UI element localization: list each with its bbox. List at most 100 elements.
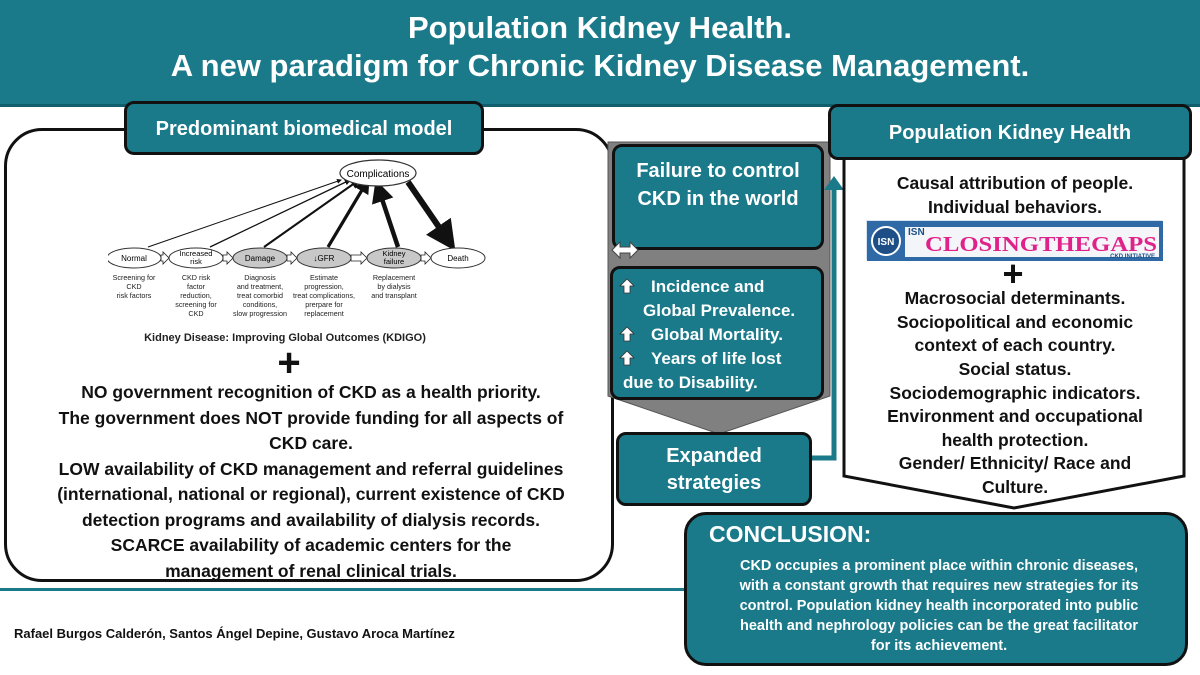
svg-text:↓GFR: ↓GFR (314, 254, 335, 263)
right-line: Environment and occupational (887, 406, 1143, 427)
svg-text:Normal: Normal (121, 254, 147, 263)
stage-arrow (160, 251, 170, 265)
isn-closing-the-gaps-logo: ISN ISN CLOSINGTHEGAPS CKD INITIATIVE (866, 220, 1163, 261)
svg-text:by dialysis: by dialysis (377, 282, 411, 291)
svg-text:and treatment,: and treatment, (237, 282, 283, 291)
svg-text:Diagnosis: Diagnosis (244, 273, 276, 282)
conclusion-title: CONCLUSION: (709, 521, 872, 547)
left-line: LOW availability of CKD management and r… (58, 458, 564, 479)
svg-text:Replacement: Replacement (373, 273, 415, 282)
conclusion-line: CKD occupies a prominent place within ch… (739, 558, 1139, 574)
right-line: Sociopolitical and economic (896, 311, 1134, 332)
right-line: health protection. (941, 429, 1089, 450)
left-line: SCARCE availability of academic centers … (110, 535, 512, 555)
complication-arrows (147, 177, 456, 251)
stat-row: Years of life lost due to Disability. (619, 347, 813, 395)
conclusion-line: for its achievement. (870, 638, 1008, 654)
svg-text:conditions,: conditions, (243, 300, 277, 309)
failure-box: Failure to control CKD in the world (612, 144, 824, 250)
logo-sub: CKD INITIATIVE (1110, 254, 1155, 260)
header-banner: Population Kidney Health. A new paradigm… (0, 0, 1200, 107)
right-line: Sociodemographic indicators. (889, 382, 1141, 403)
expanded-strategies-box: Expanded strategies (616, 432, 812, 506)
svg-text:CKD: CKD (126, 282, 141, 291)
expanded-line: strategies (666, 472, 762, 494)
stat-line: due to Disability. (623, 373, 758, 392)
title-line-1: Population Kidney Health. (407, 10, 793, 45)
logo-org: ISN (908, 227, 925, 238)
right-line: context of each country. (914, 335, 1116, 356)
conclusion-line: with a constant growth that requires new… (739, 578, 1139, 594)
authors: Rafael Burgos Calderón, Santos Ángel Dep… (14, 626, 455, 641)
plus-icon-right: + (1002, 253, 1024, 295)
stat-line: Years of life lost (651, 349, 782, 368)
kdigo-caption: Kidney Disease: Improving Global Outcome… (144, 332, 426, 344)
title-line-2: A new paradigm for Chronic Kidney Diseas… (170, 48, 1030, 83)
left-line: The government does NOT provide funding … (58, 407, 564, 428)
right-line: Gender/ Ethnicity/ Race and (898, 453, 1132, 474)
svg-text:replacement: replacement (304, 309, 344, 318)
right-line: Macrosocial determinants. (904, 288, 1126, 309)
complications-label: Complications (347, 169, 410, 180)
biomedical-model-text: NO government recognition of CKD as a he… (16, 380, 606, 584)
stage-arrow (222, 251, 234, 265)
svg-text:Increased: Increased (180, 249, 213, 258)
conclusion-line: control. Population kidney health incorp… (739, 598, 1139, 614)
complication-arrow (263, 178, 361, 248)
up-arrow-icon (619, 278, 635, 294)
conclusion-text: CKD occupies a prominent place within ch… (695, 556, 1183, 656)
stage-node: Death (430, 247, 486, 269)
plus-icon-left: + (277, 341, 301, 385)
logo-org-in-seal: ISN (878, 237, 895, 248)
svg-text:Kidney: Kidney (383, 249, 406, 258)
failure-line: Failure to control (636, 160, 800, 182)
footer-divider (0, 588, 684, 591)
stat-row: Global Mortality. (619, 323, 813, 347)
expanded-line: Expanded (666, 445, 762, 467)
biomedical-model-title: Predominant biomedical model (124, 101, 484, 155)
conclusion-box: CONCLUSION: CKD occupies a prominent pla… (684, 512, 1188, 666)
left-line: management of renal clinical trials. (165, 560, 457, 581)
complication-arrow (405, 180, 456, 251)
svg-text:Damage: Damage (245, 254, 276, 263)
isn-logo-graphic: ISN ISN CLOSINGTHEGAPS CKD INITIATIVE (867, 221, 1163, 261)
complication-arrow (209, 179, 352, 248)
svg-text:prerpare for: prerpare for (305, 300, 343, 309)
stage-arrow (420, 251, 432, 265)
stage-arrow (350, 251, 368, 265)
svg-text:risk factors: risk factors (117, 291, 152, 300)
population-health-text: Causal attribution of people. Individual… (856, 172, 1174, 500)
svg-text:failure: failure (384, 257, 404, 266)
svg-text:treat complications,: treat complications, (293, 291, 355, 300)
svg-text:risk: risk (190, 257, 202, 266)
logo-name: CLOSINGTHEGAPS (925, 232, 1157, 256)
up-arrow-icon (619, 350, 635, 366)
right-top-line: Individual behaviors. (927, 196, 1103, 217)
failure-line: CKD in the world (637, 188, 799, 210)
biomedical-model-panel (4, 128, 614, 582)
population-health-title: Population Kidney Health (828, 104, 1192, 160)
right-line: Culture. (981, 476, 1049, 497)
svg-text:and transplant: and transplant (371, 291, 417, 300)
left-line: detection programs and availability of d… (81, 509, 541, 530)
svg-text:CKD risk: CKD risk (182, 273, 211, 282)
complication-arrow (372, 179, 401, 248)
svg-text:progression,: progression, (304, 282, 344, 291)
left-line: (international, national or regional), c… (57, 484, 565, 504)
stat-line: Global Mortality. (651, 325, 783, 344)
left-line: NO government recognition of CKD as a he… (81, 382, 541, 402)
svg-text:reduction,: reduction, (180, 291, 212, 300)
stat-line: Global Prevalence. (643, 301, 796, 320)
up-arrow-icon (619, 326, 635, 342)
svg-text:screening for: screening for (175, 300, 217, 309)
stage-arrow (286, 251, 298, 265)
svg-text:CKD: CKD (188, 309, 203, 318)
